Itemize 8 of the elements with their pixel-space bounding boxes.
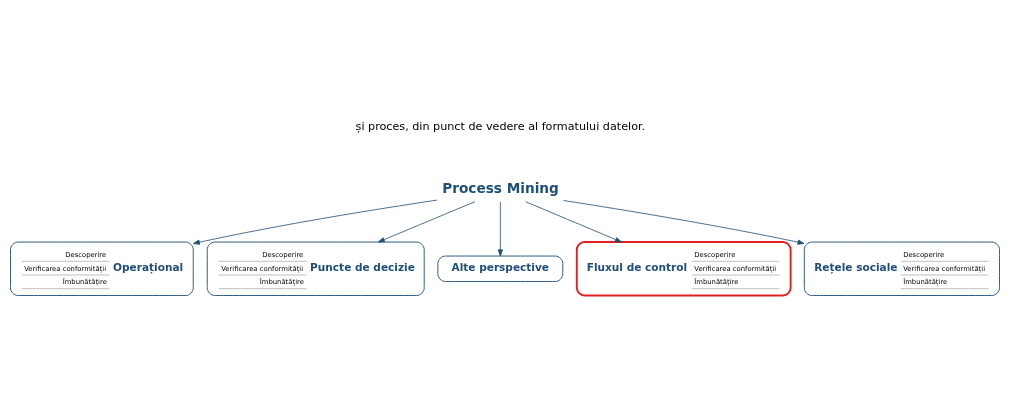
node-text: Process Mining [442,180,559,197]
label: și proces, din punct de vedere al formatului datelor. [355,120,646,134]
arrow [497,201,503,257]
arrow [525,201,622,243]
arrow [377,201,476,243]
node-box: Alte perspective [437,255,564,282]
arrow [192,199,438,245]
arrow [563,200,805,245]
